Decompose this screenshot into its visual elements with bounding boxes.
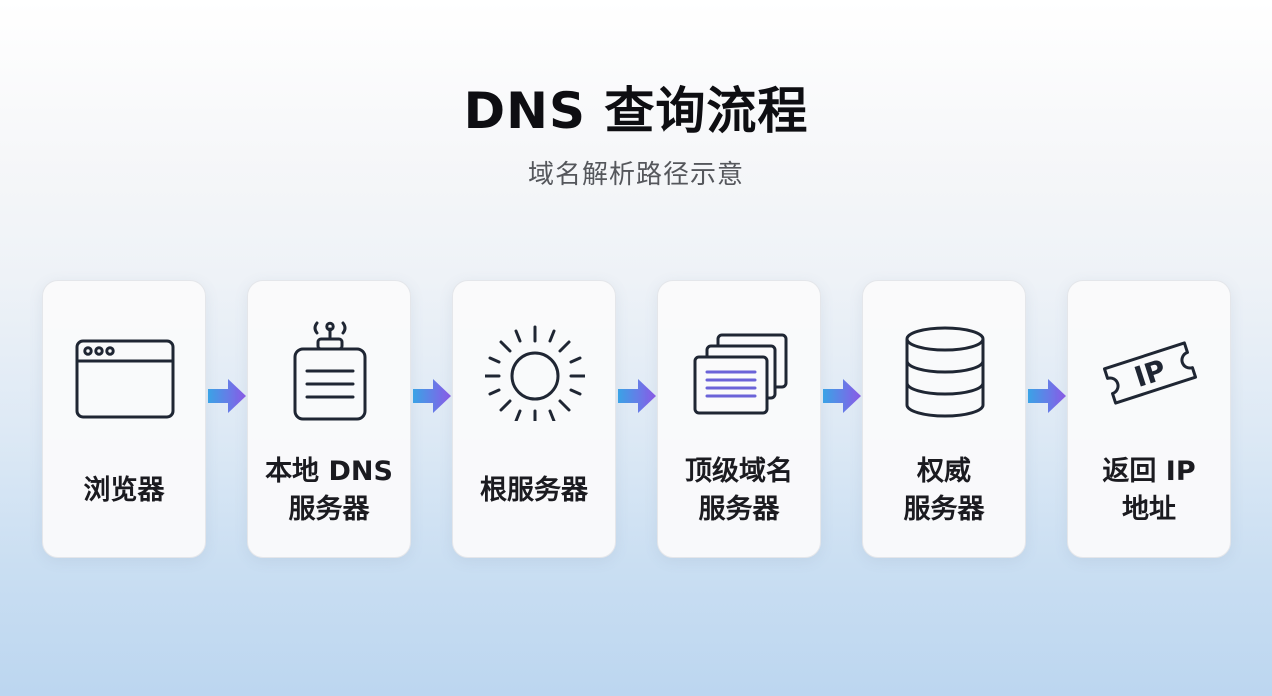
step-label-root-server: 根服务器 bbox=[480, 475, 588, 506]
flow-arrow-3 bbox=[616, 376, 658, 416]
page-subtitle: 域名解析路径示意 bbox=[527, 160, 744, 190]
step-label-tld-server: 顶级域名 服务器 bbox=[685, 456, 793, 525]
step-card-local-dns: 本地 DNS 服务器 bbox=[247, 280, 411, 558]
step-label-browser: 浏览器 bbox=[83, 475, 165, 506]
step-card-browser: 浏览器 bbox=[42, 280, 206, 558]
step-label-return-ip: 返回 IP 地址 bbox=[1102, 456, 1196, 525]
header: DNS 查询流程 域名解析路径示意 bbox=[0, 80, 1272, 192]
ip-ticket-icon: IP bbox=[1100, 321, 1200, 421]
step-card-return-ip: IP 返回 IP 地址 bbox=[1067, 280, 1231, 558]
dns-flow-diagram: 浏览器 bbox=[0, 280, 1272, 560]
step-label-authoritative-server: 权威 服务器 bbox=[903, 456, 985, 525]
step-card-authoritative-server: 权威 服务器 bbox=[862, 280, 1026, 558]
tld-server-stacked-cards-icon bbox=[690, 321, 790, 421]
step-label-local-dns: 本地 DNS 服务器 bbox=[265, 456, 393, 525]
page-title: DNS 查询流程 bbox=[463, 82, 809, 140]
step-card-root-server: 根服务器 bbox=[452, 280, 616, 558]
database-icon bbox=[895, 321, 995, 421]
flow-arrow-5 bbox=[1026, 376, 1068, 416]
local-dns-server-icon bbox=[280, 321, 380, 421]
flow-arrow-2 bbox=[411, 376, 453, 416]
flow-arrow-4 bbox=[821, 376, 863, 416]
browser-window-icon bbox=[75, 321, 175, 421]
root-server-sun-icon bbox=[485, 321, 585, 421]
step-card-tld-server: 顶级域名 服务器 bbox=[657, 280, 821, 558]
flow-arrow-1 bbox=[206, 376, 248, 416]
